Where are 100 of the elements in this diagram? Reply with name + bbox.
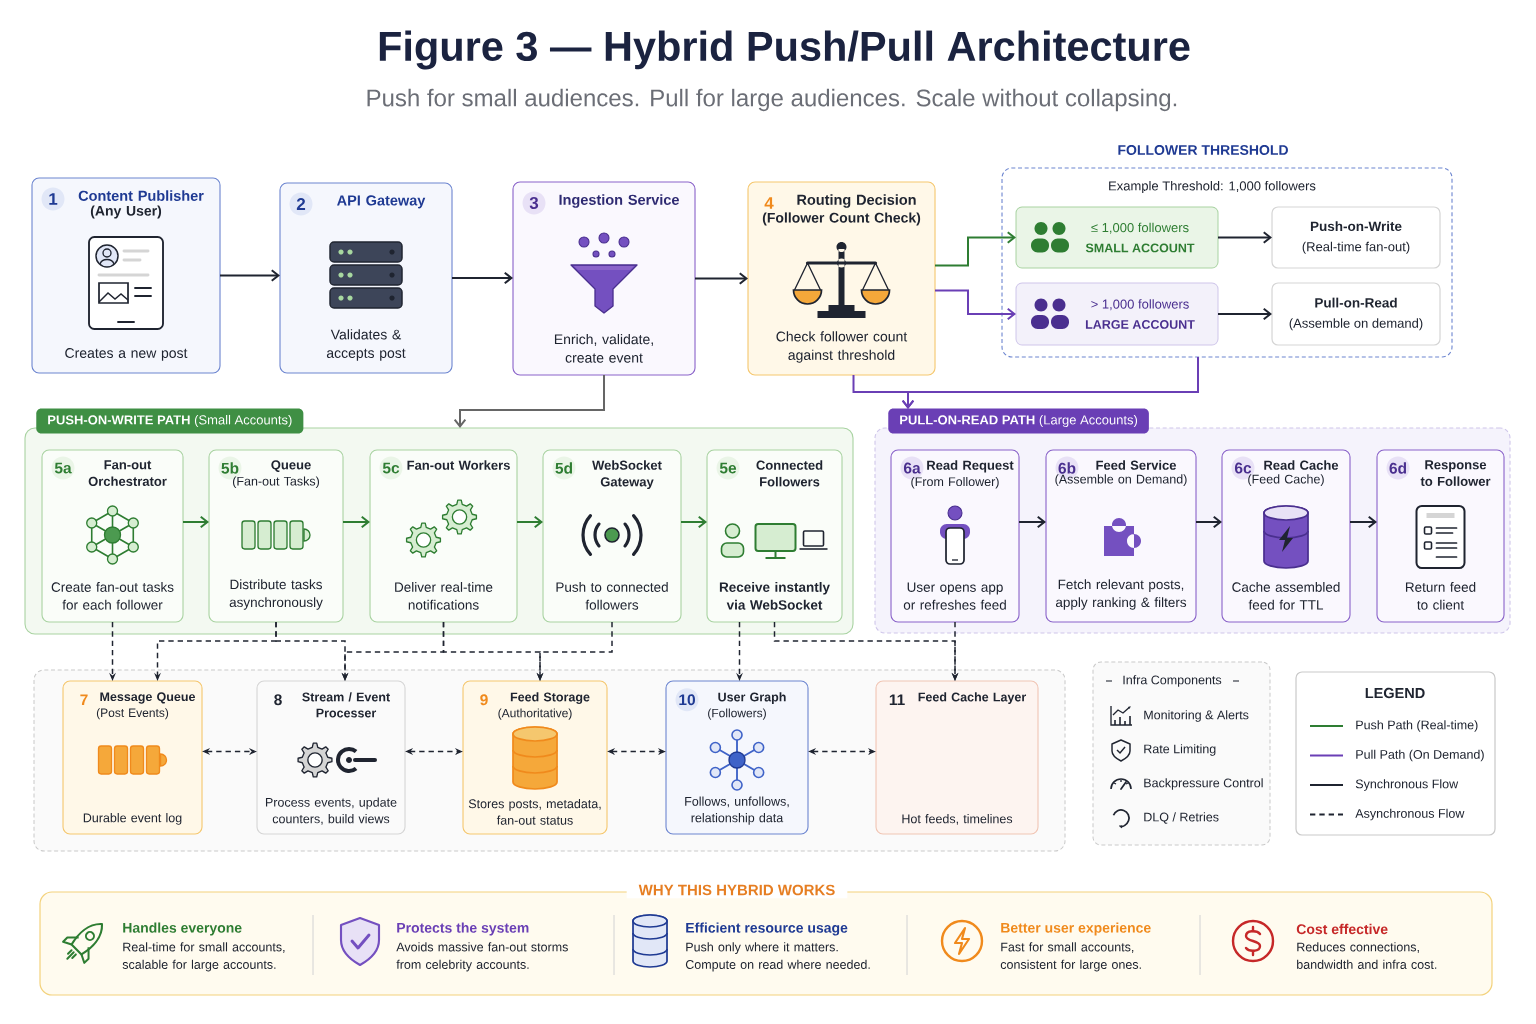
threshold-note: Example Threshold: 1,000 followers [1109, 180, 1316, 194]
card-description: Check follower count against threshold [776, 331, 908, 363]
legend-title: LEGEND [1365, 687, 1425, 699]
arrow [1217, 307, 1272, 321]
step-number: 9 [480, 694, 488, 706]
card-title: Feed Storage [510, 692, 590, 704]
card-title: API Gateway [337, 195, 426, 209]
arrow [934, 289, 1016, 321]
card-description: Return feed to client [1406, 582, 1476, 610]
card-subtitle: (Follower Count Check) [762, 212, 921, 226]
card-subtitle: (Feed Cache) [1248, 474, 1324, 486]
arrow [453, 374, 605, 428]
panel-heading: WHY THIS HYBRID WORKS [626, 881, 848, 899]
arrow [901, 356, 1199, 409]
benefit-text: Fast for small accounts, consistent for large ones. [1000, 942, 1141, 972]
arrow [182, 515, 209, 529]
card-title: Fan-out Workers [407, 460, 510, 470]
card-title: Message Queue [100, 692, 196, 704]
card-title: Connected Followers [756, 460, 823, 487]
arrow [680, 515, 707, 529]
card-title: Content Publisher [78, 190, 204, 201]
account-box: > 1,000 followers LARGE ACCOUNT [1015, 282, 1219, 346]
path-tab: PUSH-ON-WRITE PATH (Small Accounts) [36, 408, 304, 434]
card-description: Receive instantly via WebSocket [719, 582, 830, 610]
figure-title: Figure 3 — Hybrid Push/Pull Architecture [379, 30, 1190, 70]
arrow [342, 515, 370, 529]
arrow [694, 272, 748, 285]
card-title: Read Request [927, 460, 1014, 473]
outcome-box: Pull-on-Read (Assemble on demand) [1271, 282, 1441, 346]
card-subtitle: (Authoritative) [498, 708, 572, 720]
step-number: 11 [889, 694, 905, 706]
component-label: Rate Limiting [1144, 744, 1216, 756]
component-label: DLQ / Retries [1144, 812, 1219, 824]
step-number: 6d [1386, 456, 1410, 480]
arrow [516, 515, 543, 529]
card-title: Feed Cache Layer [918, 692, 1027, 704]
component-label: Monitoring & Alerts [1144, 710, 1249, 722]
card-title: User Graph [718, 692, 786, 704]
card-subtitle: (Followers) [708, 708, 766, 720]
step-number: 4 [764, 197, 774, 209]
step-number: 10 [675, 688, 699, 712]
card-title: WebSocket Gateway [592, 460, 662, 489]
legend-label: Pull Path (On Demand) [1356, 749, 1484, 762]
step-number: 8 [274, 694, 282, 706]
card-title: Fan-out Orchestrator [88, 460, 167, 486]
benefit-title: Better user experience [1001, 922, 1151, 936]
card-description: Creates a new post [65, 348, 188, 361]
step-number: 3 [522, 191, 546, 215]
arrow [1217, 231, 1272, 244]
legend-label: Synchronous Flow [1355, 779, 1459, 791]
panel-heading: FOLLOWER THRESHOLD [1118, 145, 1288, 155]
card-description: Process events, update counters, build views [266, 797, 397, 825]
card-description: Durable event log [83, 813, 182, 825]
benefit-title: Protects the system [397, 922, 529, 936]
card-subtitle: (Assemble on Demand) [1055, 474, 1187, 486]
subtitle: Push for small audiences. Pull for large audiences. Scale without collapsing. [367, 88, 1177, 112]
benefit-title: Cost effective [1296, 923, 1388, 935]
arrow [219, 269, 280, 282]
step-number: 5e [716, 456, 740, 480]
step-number: 1 [41, 187, 65, 211]
legend-label: Asynchronous Flow [1355, 808, 1465, 821]
benefit-text: Reduces connections, bandwidth and infra cost. [1297, 942, 1437, 969]
card-description: Validates & accepts post [326, 329, 406, 361]
card-description: Fetch relevant posts, apply ranking & filters [1055, 579, 1187, 610]
card-description: Distribute tasks asynchronously [229, 579, 323, 610]
path-tab: PULL-ON-READ PATH (Large Accounts) [888, 408, 1149, 434]
card-description: Cache assembled feed for TTL [1232, 582, 1340, 610]
step-number: 5d [552, 456, 576, 480]
component-label: Backpressure Control [1144, 778, 1263, 790]
arrow [1349, 515, 1377, 529]
card-title: Feed Service [1096, 460, 1177, 470]
arrow [1018, 515, 1046, 529]
card-title: Ingestion Service [559, 194, 679, 208]
card-subtitle: (Post Events) [96, 708, 169, 720]
card-description: Enrich, validate, create event [554, 333, 653, 363]
card-title: Read Cache [1264, 460, 1339, 470]
panel-heading: Infra Components [1123, 675, 1222, 687]
card-description: Push to connected followers [556, 582, 668, 610]
card-title: Stream / Event Processer [302, 692, 390, 718]
outcome-box: Push-on-Write (Real-time fan-out) [1271, 206, 1441, 269]
benefit-title: Handles everyone [123, 922, 242, 936]
legend-label: Push Path (Real-time) [1356, 720, 1478, 732]
arrow [1195, 515, 1222, 529]
step-number: 5a [51, 456, 75, 480]
card-title: Routing Decision [797, 194, 916, 208]
benefit-text: Avoids massive fan-out storms from celebrity accounts. [396, 942, 568, 972]
step-number: 5c [379, 456, 403, 480]
card-description: Hot feeds, timelines [902, 814, 1013, 825]
card-title: Queue [271, 460, 311, 472]
step-number: 2 [289, 192, 313, 216]
arrow [451, 271, 513, 285]
arrow [934, 231, 1016, 267]
card-description: Deliver real-time notifications [395, 582, 493, 610]
card-title: Response to Follower [1420, 460, 1491, 486]
card-description: Stores posts, metadata, fan-out status [468, 799, 601, 825]
account-box: ≤ 1,000 followers SMALL ACCOUNT [1015, 206, 1219, 269]
card-description: Create fan-out tasks for each follower [51, 582, 174, 610]
step-number: 7 [80, 694, 88, 706]
benefit-text: Push only where it matters. Compute on read where needed. [685, 942, 870, 972]
card-description: Follows, unfollows, relationship data [685, 796, 789, 825]
